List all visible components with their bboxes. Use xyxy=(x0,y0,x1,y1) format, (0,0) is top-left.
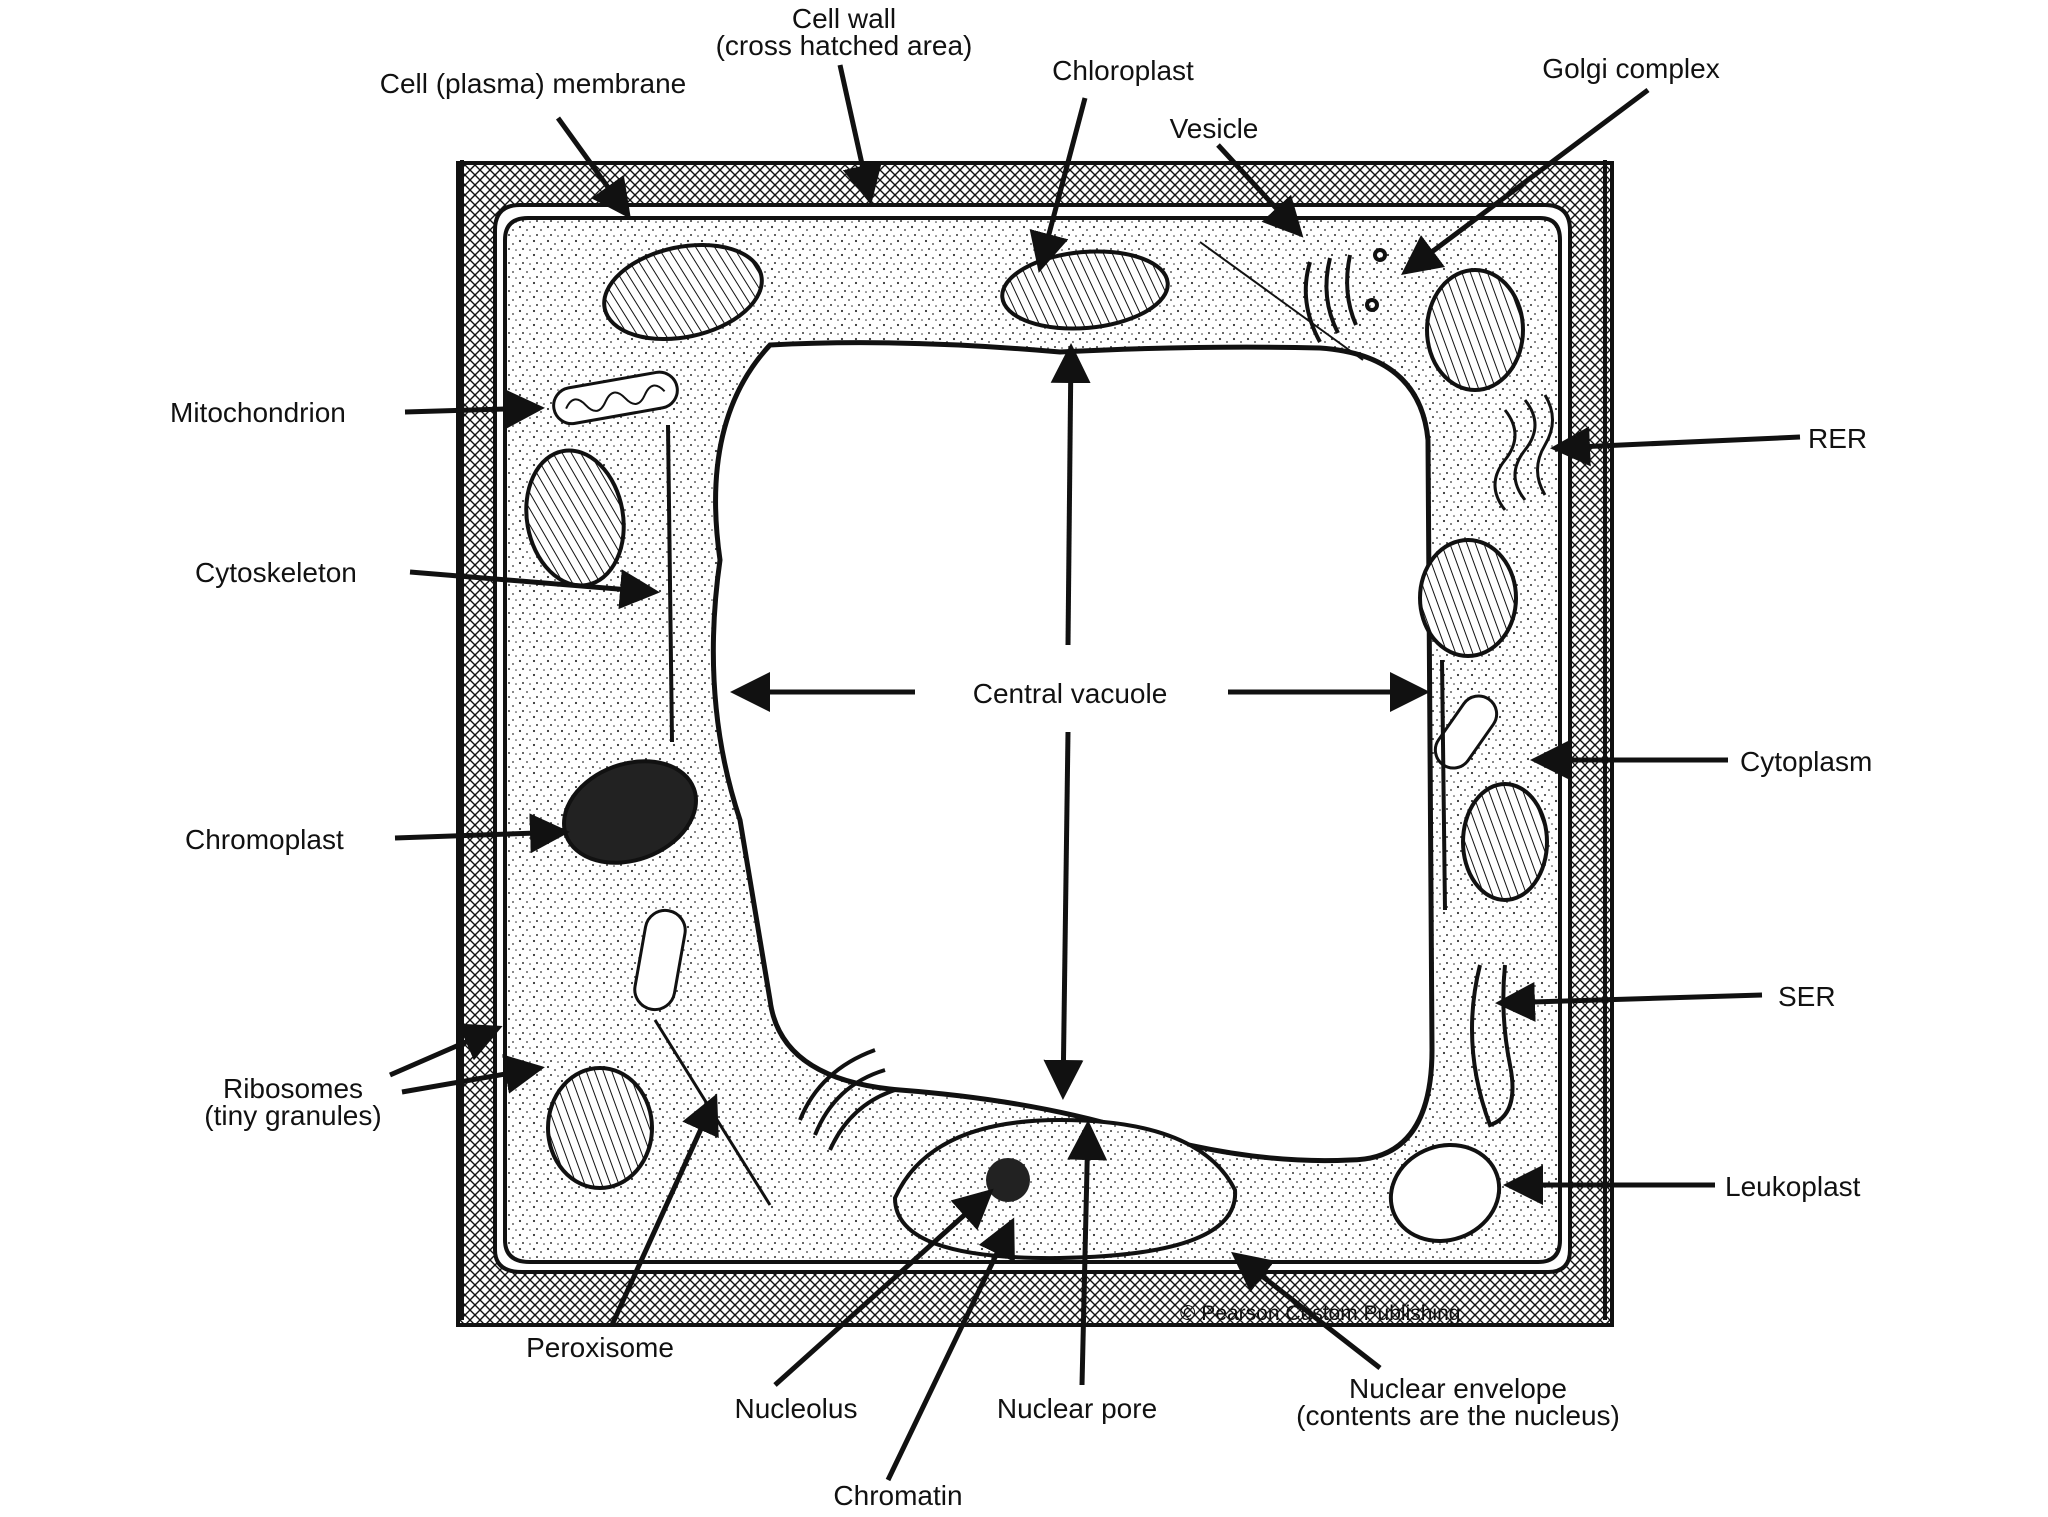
label-chloroplast: Chloroplast xyxy=(1052,55,1194,86)
label-peroxisome: Peroxisome xyxy=(526,1332,674,1363)
mitochondria xyxy=(552,370,1499,1012)
labels: Cell wall (cross hatched area) Cell (pla… xyxy=(170,3,1872,1511)
label-rer: RER xyxy=(1808,423,1867,454)
label-nuclear-envelope-note: (contents are the nucleus) xyxy=(1296,1400,1620,1431)
label-ribosomes: Ribosomes xyxy=(223,1073,363,1104)
leader-arrows xyxy=(389,64,1801,1482)
label-vesicle: Vesicle xyxy=(1170,113,1259,144)
leukoplast xyxy=(1388,1142,1502,1244)
label-plasma-membrane: Cell (plasma) membrane xyxy=(380,68,687,99)
golgi-complex xyxy=(798,248,1387,1151)
label-cell-wall: Cell wall xyxy=(792,3,896,34)
label-mitochondrion: Mitochondrion xyxy=(170,397,346,428)
label-chromatin: Chromatin xyxy=(833,1480,962,1511)
label-leukoplast: Leukoplast xyxy=(1725,1171,1861,1202)
label-ser: SER xyxy=(1778,981,1836,1012)
label-cytoskeleton: Cytoskeleton xyxy=(195,557,357,588)
central-vacuole xyxy=(710,340,1435,1164)
label-ribosomes-note: (tiny granules) xyxy=(204,1100,381,1131)
label-cytoplasm: Cytoplasm xyxy=(1740,746,1872,777)
cell-wall xyxy=(456,160,1614,1327)
label-cell-wall-note: (cross hatched area) xyxy=(716,30,973,61)
copyright-notice: © Pearson Custom Publishing xyxy=(1180,1302,1460,1325)
nucleolus xyxy=(986,1158,1030,1202)
label-nucleolus: Nucleolus xyxy=(735,1393,858,1424)
label-nuclear-pore: Nuclear pore xyxy=(997,1393,1157,1424)
rer xyxy=(1493,394,1554,511)
label-nuclear-envelope: Nuclear envelope xyxy=(1349,1373,1567,1404)
label-chromoplast: Chromoplast xyxy=(185,824,344,855)
label-golgi-complex: Golgi complex xyxy=(1542,53,1719,84)
label-central-vacuole: Central vacuole xyxy=(973,678,1168,709)
